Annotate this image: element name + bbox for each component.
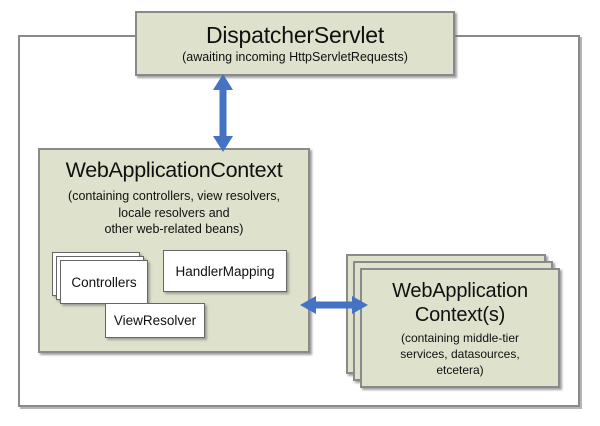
web-application-context-subtitle-line-3: other web-related beans): [104, 222, 244, 236]
web-application-context-subtitle-line-1: (containing controllers, view resolvers,: [68, 189, 280, 203]
root-context-title-line-2: Context(s): [414, 303, 506, 326]
controllers-label: Controllers: [71, 274, 137, 290]
root-context-title-line-1: WebApplication: [392, 280, 528, 302]
root-context-subtitle-line-2: services, datasources,: [400, 347, 520, 362]
web-application-context-title: WebApplicationContext: [65, 158, 283, 182]
dispatcher-servlet-subtitle: (awaiting incoming HttpServletRequests): [182, 50, 408, 65]
root-web-application-context-box[interactable]: WebApplication Context(s) (containing mi…: [360, 268, 560, 388]
view-resolver-label: ViewResolver: [113, 313, 197, 328]
arrow-webappcontext-to-rootcontexts: [300, 296, 368, 314]
handler-mapping-label: HandlerMapping: [175, 263, 275, 279]
web-application-context-subtitle: (containing controllers, view resolvers,…: [40, 188, 308, 238]
root-context-subtitle: (containing middle-tier services, dataso…: [400, 331, 519, 378]
root-context-subtitle-line-3: etcetera): [436, 362, 484, 377]
dispatcher-servlet-title: DispatcherServlet: [205, 21, 385, 48]
web-application-context-subtitle-line-2: locale resolvers and: [118, 205, 230, 220]
arrow-dispatcher-to-webappcontext: [213, 74, 233, 152]
view-resolver-box[interactable]: ViewResolver: [105, 303, 205, 338]
root-context-title: WebApplication Context(s): [392, 280, 528, 327]
dispatcher-servlet-box[interactable]: DispatcherServlet (awaiting incoming Htt…: [135, 11, 455, 76]
controllers-box[interactable]: Controllers: [60, 260, 148, 304]
root-context-subtitle-line-1: (containing middle-tier: [400, 331, 520, 346]
handler-mapping-box[interactable]: HandlerMapping: [163, 250, 287, 292]
